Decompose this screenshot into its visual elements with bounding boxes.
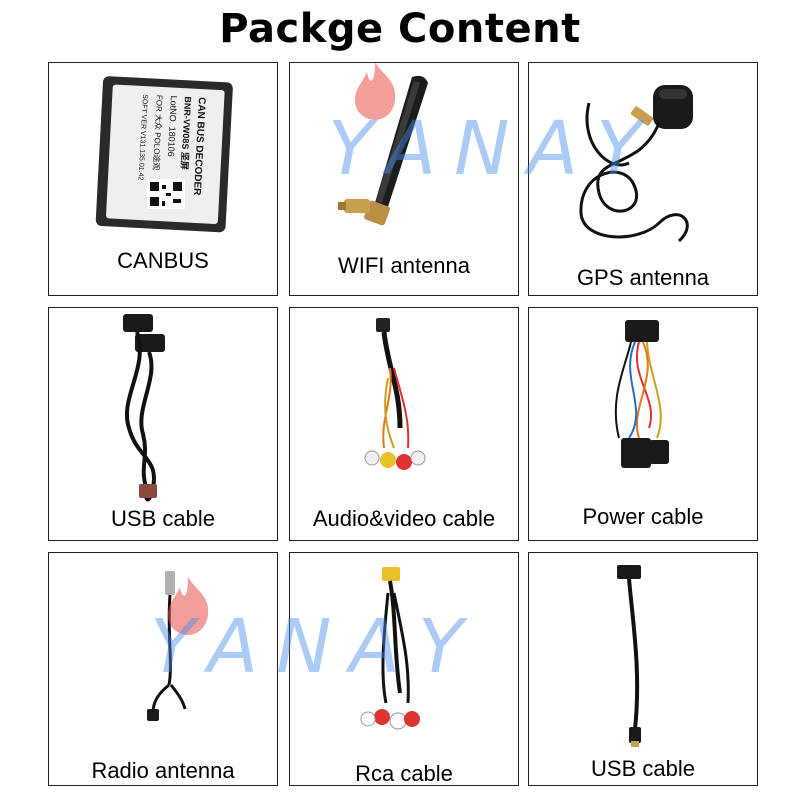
item-gps-antenna: GPS antenna xyxy=(528,62,758,296)
item-label: Rca cable xyxy=(355,761,453,786)
audio-video-cable-icon xyxy=(364,318,426,470)
page-title: Packge Content xyxy=(219,6,581,52)
item-label: Audio&video cable xyxy=(312,506,496,531)
gps-antenna-icon xyxy=(579,85,693,243)
item-wifi-antenna: WIFI antenna xyxy=(289,62,519,296)
decoder-line-5: SOFT VER V131.135.01.42 xyxy=(137,94,149,181)
power-cable-icon xyxy=(614,320,669,468)
item-label: Radio antenna xyxy=(91,758,235,783)
item-usb-cable: USB cable xyxy=(48,307,278,541)
item-power-cable: Power cable xyxy=(528,307,758,541)
item-label: GPS antenna xyxy=(576,265,710,290)
decoder-line-2: BNR-VW08S 坚屏 xyxy=(179,96,194,170)
usb-cable-icon xyxy=(617,565,641,747)
item-label: WIFI antenna xyxy=(337,253,471,278)
item-label: CANBUS xyxy=(117,248,209,273)
item-canbus: CAN BUS DECODER BNR-VW08S 坚屏 LotNO. 1801… xyxy=(48,62,278,296)
decoder-line-1: CAN BUS DECODER xyxy=(191,97,207,197)
canbus-decoder-icon: CAN BUS DECODER BNR-VW08S 坚屏 LotNO. 1801… xyxy=(95,76,233,233)
item-label: Power cable xyxy=(582,504,704,529)
qr-code-icon xyxy=(147,179,185,209)
decoder-line-3: LotNO. 180106 xyxy=(166,95,179,156)
usb-cable-icon xyxy=(123,314,165,502)
item-rca-cable: Rca cable xyxy=(289,552,519,786)
decoder-line-4: FOR 大众 POLO途观 xyxy=(151,95,165,171)
wifi-antenna-icon xyxy=(338,75,428,226)
item-label: USB cable xyxy=(591,756,695,781)
item-radio-antenna: Radio antenna xyxy=(48,552,278,786)
rca-cable-icon xyxy=(360,567,420,730)
item-usb-cable-2: USB cable xyxy=(528,552,758,786)
radio-antenna-icon xyxy=(147,571,187,721)
item-audio-video-cable: Audio&video cable xyxy=(289,307,519,541)
item-label: USB cable xyxy=(111,506,215,531)
